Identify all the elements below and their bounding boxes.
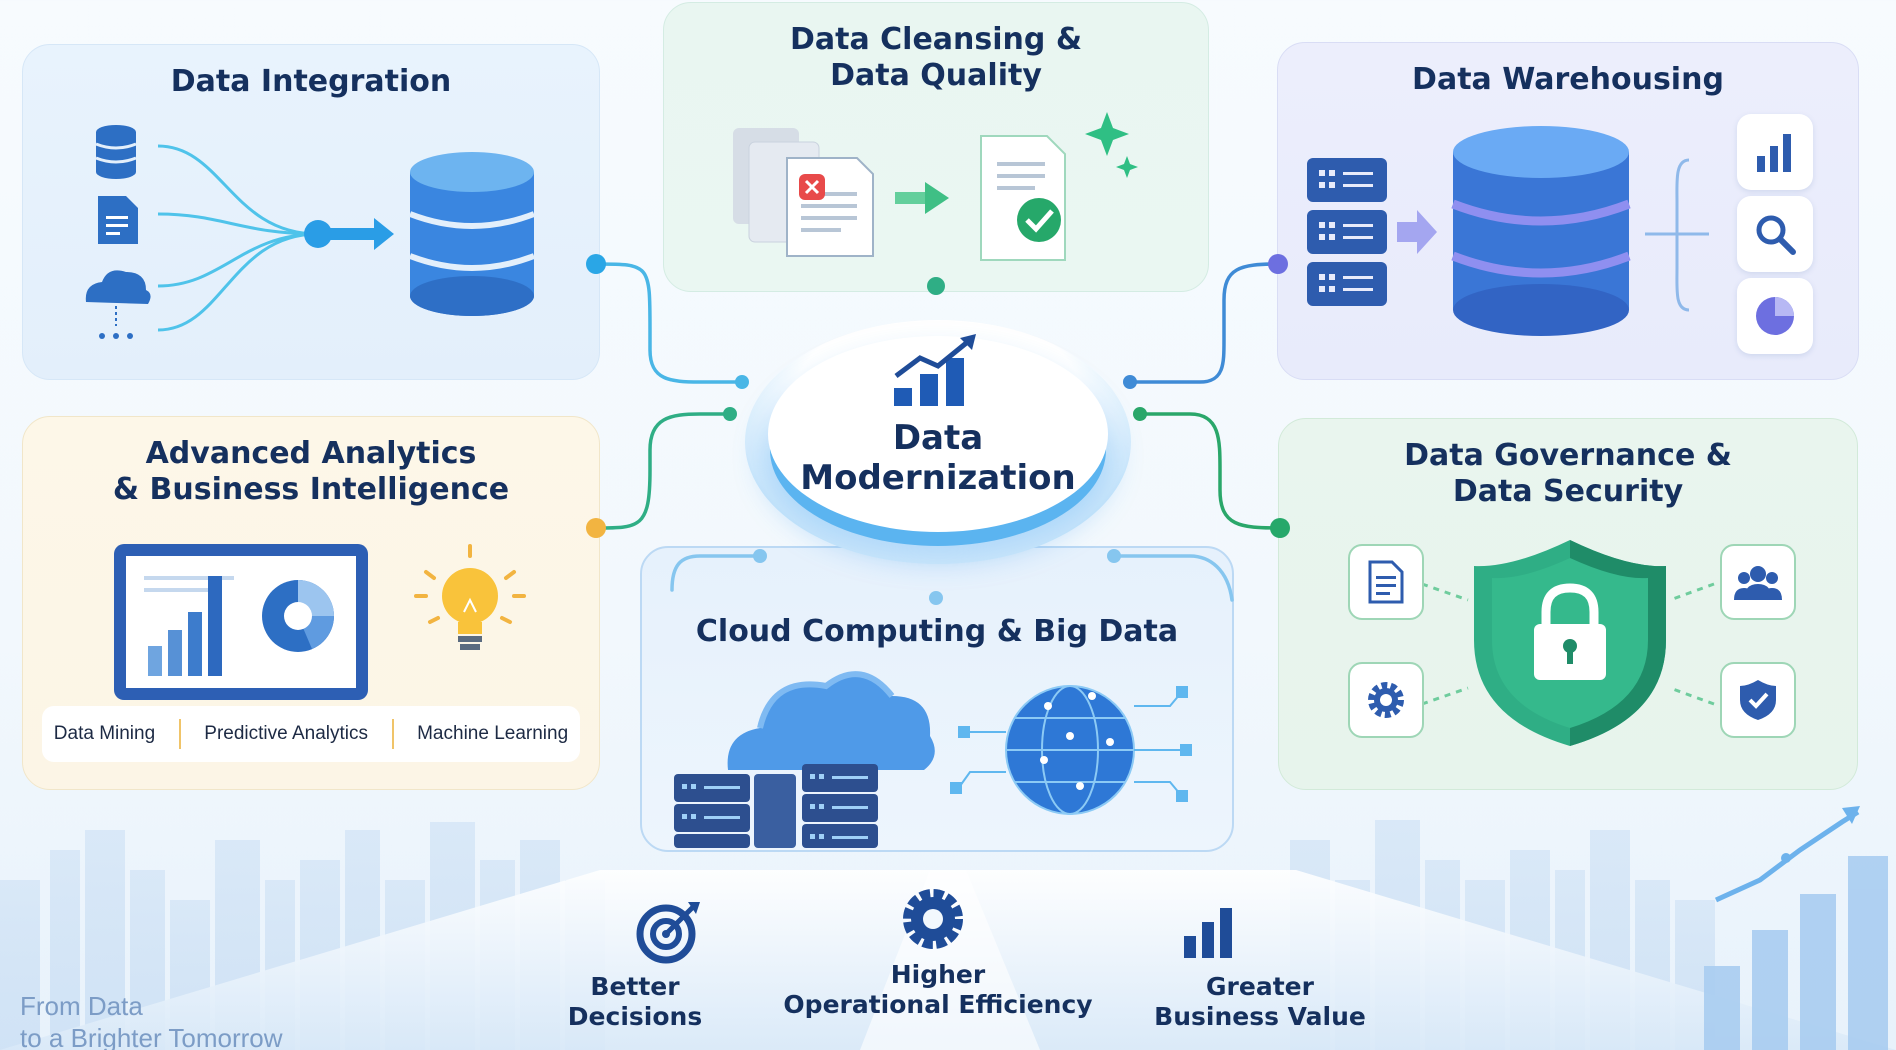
sparkle-icon — [1085, 112, 1138, 178]
pie-chart-tile — [1737, 278, 1813, 354]
shield-check-icon — [1740, 680, 1776, 720]
cleansing-illustration — [733, 112, 1138, 261]
document-icon — [1368, 560, 1404, 604]
advanced-analytics-title: Advanced Analytics & Business Intelligen… — [22, 436, 600, 508]
benefit-higher-efficiency: Higher Operational Efficiency — [770, 960, 1106, 1020]
warehouse-database-icon — [1451, 126, 1631, 336]
center-title-line2: Modernization — [800, 458, 1076, 498]
data-cleansing-title-line2: Data Quality — [830, 58, 1042, 93]
donut-chart-icon — [262, 580, 334, 652]
advanced-analytics-title-line2: & Business Intelligence — [112, 472, 510, 507]
database-large-icon — [408, 152, 536, 316]
connector-cloud-left — [670, 554, 762, 592]
tagline: From Data to a Brighter Tomorrow — [20, 990, 283, 1050]
label-machine-learning: Machine Learning — [417, 723, 569, 744]
benefit-line2: Operational Efficiency — [783, 990, 1093, 1019]
cloud-large-icon — [727, 671, 935, 770]
tagline-line1: From Data — [20, 991, 143, 1021]
connector-cloud-right — [1112, 554, 1234, 602]
label-predictive-analytics: Predictive Analytics — [204, 723, 368, 744]
connector-warehouse — [1128, 262, 1280, 384]
label-separator — [178, 719, 181, 749]
integration-illustration — [85, 125, 536, 339]
data-governance-title-line1: Data Governance & — [1404, 438, 1732, 473]
center-title-line1: Data — [892, 418, 984, 458]
check-circle-icon — [1017, 198, 1061, 242]
warehouse-illustration — [1307, 126, 1709, 336]
shield-lock-icon — [1474, 540, 1666, 746]
data-governance-title-line2: Data Security — [1452, 474, 1684, 509]
growth-chart-icon — [894, 334, 976, 406]
error-icon — [799, 174, 825, 200]
data-cleansing-title-line1: Data Cleansing & — [789, 22, 1082, 57]
bar-chart-icon — [1184, 908, 1232, 958]
benefit-line1: Higher — [890, 960, 986, 989]
cloud-icon — [85, 270, 151, 339]
server-stack-icon — [674, 764, 878, 848]
benefit-line1: Greater — [1206, 972, 1314, 1001]
server-rack-icon — [1307, 158, 1387, 306]
settings-tile — [1348, 662, 1424, 738]
document-tile — [1348, 544, 1424, 620]
document-icon — [98, 196, 138, 244]
lightbulb-icon — [414, 544, 526, 650]
globe-network-icon — [950, 685, 1192, 815]
cloud-illustration — [674, 671, 1192, 848]
analytics-label-strip: Data Mining Predictive Analytics Machine… — [42, 706, 580, 762]
gear-icon — [903, 889, 963, 949]
users-tile — [1720, 544, 1796, 620]
benefit-better-decisions: Better Decisions — [545, 972, 725, 1032]
bar-chart-tile — [1737, 114, 1813, 190]
database-small-icon — [95, 125, 137, 179]
search-icon — [1756, 215, 1796, 255]
gear-icon — [1368, 682, 1404, 718]
connector-integration — [594, 262, 744, 384]
search-tile — [1737, 196, 1813, 272]
benefit-line2: Business Value — [1154, 1002, 1366, 1031]
arrow-right-icon — [895, 182, 949, 214]
data-warehousing-title: Data Warehousing — [1412, 62, 1724, 97]
connector-analytics — [594, 412, 732, 530]
benefit-line2: Decisions — [567, 1002, 703, 1031]
target-icon — [636, 902, 700, 964]
label-data-mining: Data Mining — [53, 723, 156, 744]
center-title: Data Modernization — [768, 418, 1108, 498]
data-governance-title: Data Governance & Data Security — [1278, 438, 1858, 510]
cloud-computing-title: Cloud Computing & Big Data — [695, 614, 1179, 649]
governance-illustration — [1421, 540, 1715, 746]
bar-chart-icon — [1757, 134, 1791, 172]
benefit-line1: Better — [590, 972, 680, 1001]
data-cleansing-title: Data Cleansing & Data Quality — [663, 22, 1209, 94]
pie-chart-icon — [1756, 297, 1794, 335]
users-icon — [1734, 566, 1782, 600]
tagline-line2: to a Brighter Tomorrow — [20, 1023, 283, 1050]
data-integration-title: Data Integration — [170, 64, 452, 99]
advanced-analytics-title-line1: Advanced Analytics — [145, 436, 477, 471]
connector-governance — [1138, 412, 1282, 530]
benefit-greater-value: Greater Business Value — [1150, 972, 1370, 1032]
shield-check-tile — [1720, 662, 1796, 738]
label-separator — [391, 719, 394, 749]
laptop-icon — [92, 544, 390, 720]
